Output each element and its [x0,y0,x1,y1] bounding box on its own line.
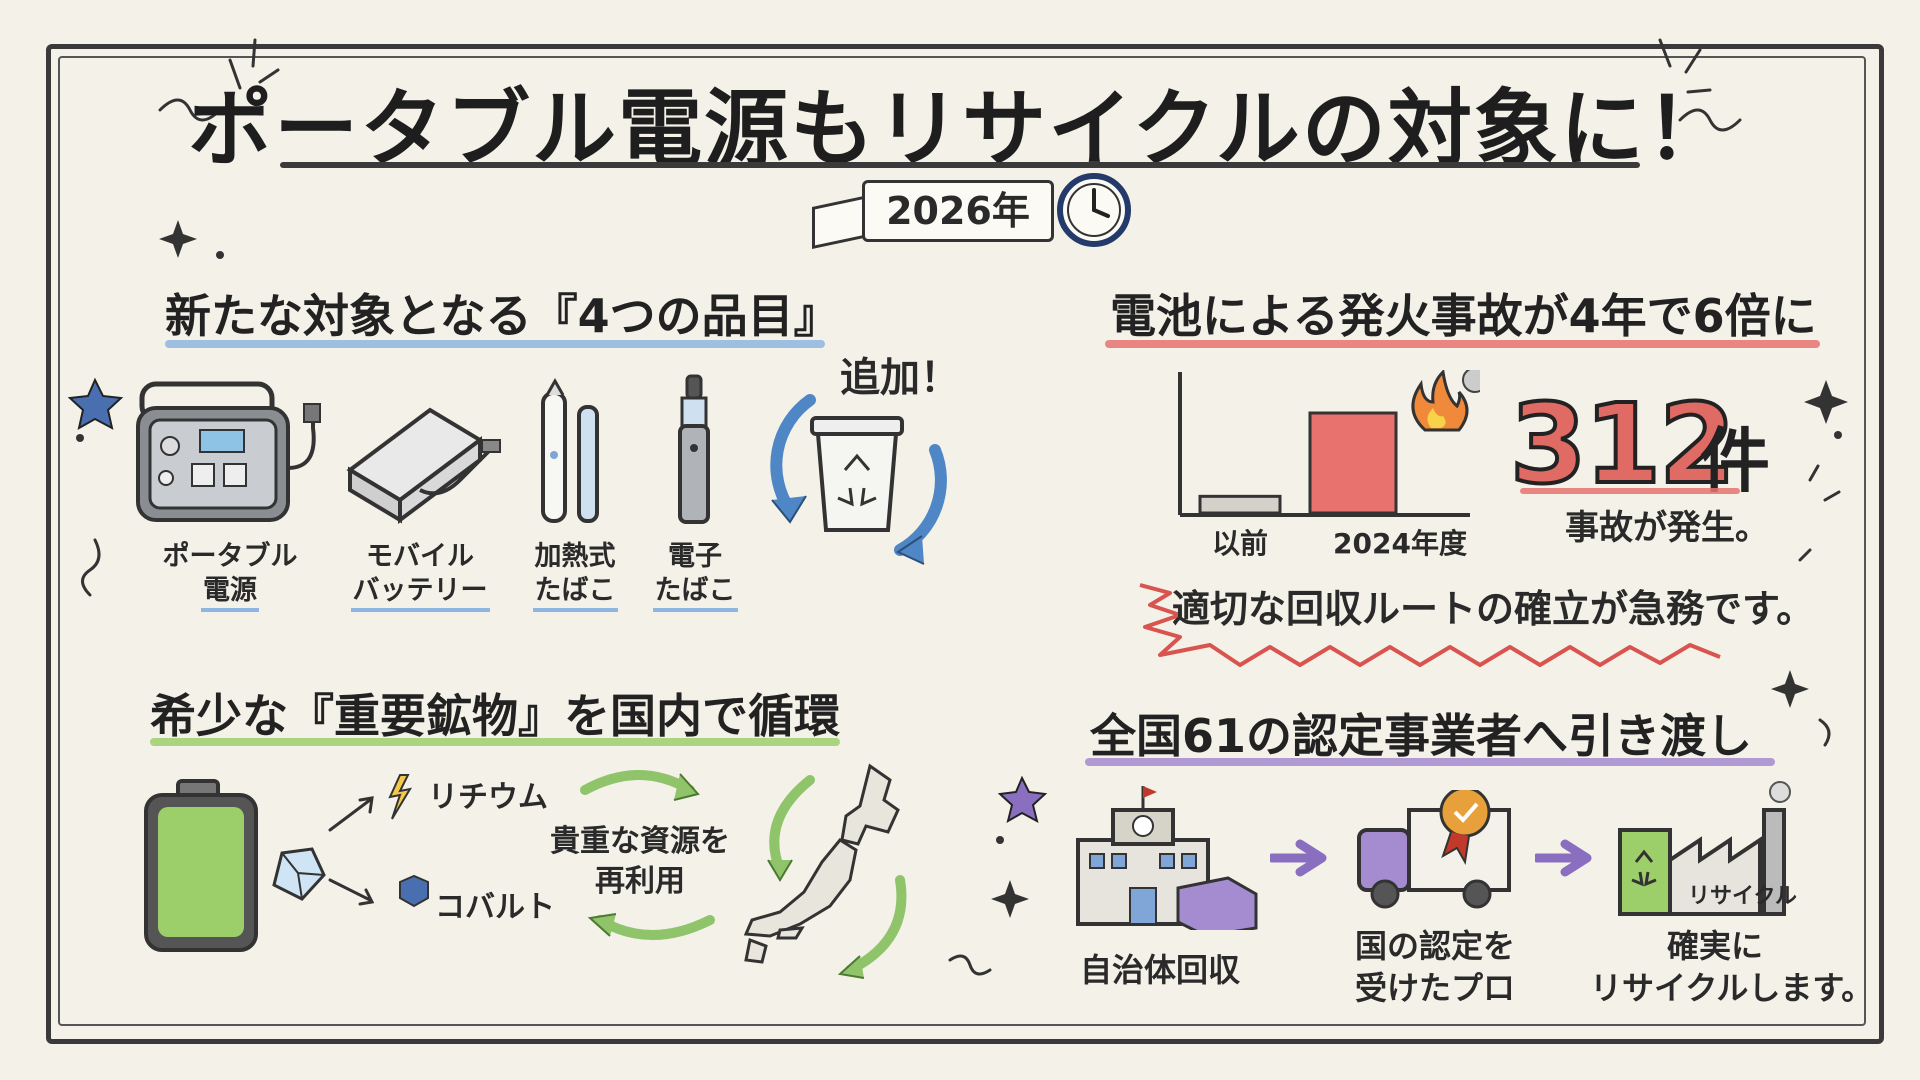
recycle-bin-icon [770,394,947,565]
mineral-arrows [328,774,429,908]
cycle-arrows-icon [580,770,715,940]
chart-category-label: 以前 [1211,527,1268,560]
fire-bar-chart [1178,370,1480,517]
crystal-icon [272,847,326,901]
factory-sign: リサイクル [1688,884,1797,909]
inner-frame [58,56,1866,1026]
flow-heading: 全国61の認定事業者へ引き渡し [1090,709,1753,763]
heated-tobacco-icon [541,377,599,523]
chart-bar [1308,411,1398,515]
mineral-lithium: リチウム [428,780,548,815]
battery-icon [144,779,258,952]
outer-frame [46,44,1884,1044]
box-icon [1176,876,1258,930]
item-label-line1: 加熱式 [534,541,616,572]
item-label-heated-tobacco: 加熱式 たばこ [520,540,630,612]
flow-arrow-1 [1270,839,1327,877]
japan-map-icon [743,763,907,979]
flow-arrow-2 [1535,839,1592,877]
fire-flame-icon [1411,370,1480,432]
clock-icon [1057,173,1131,247]
flow-step-2: 国の認定を 受けたプロ [1335,925,1535,1009]
flow-step-3: 確実に リサイクルします。 [1590,925,1874,1009]
chart-bar [1198,494,1282,515]
recycling-factory-icon [1618,781,1791,916]
minerals-heading-underline [150,738,840,746]
year-ribbon: 2026年 [862,180,1054,242]
certified-badge-icon [1439,790,1491,838]
flow-step-1: 自治体回収 [1060,945,1260,991]
item-label-line1: ポータブル [162,541,298,572]
flow-step-line2: リサイクルします。 [1590,969,1874,1007]
item-label-line1: モバイル [366,541,474,572]
gem-icon [399,874,429,908]
fire-heading-underline [1105,340,1820,348]
reuse-text: 貴重な資源を 再利用 [540,822,740,902]
flow-step-line1: 確実に [1666,927,1763,965]
item-label-portable-power: ポータブル 電源 [140,540,320,612]
item-label-line1: 電子 [668,541,722,572]
reuse-line1: 貴重な資源を [550,824,730,859]
item-label-line2: たばこ [532,574,618,612]
item-label-line2: 電源 [201,574,259,612]
mineral-cobalt: コバルト [435,890,555,925]
item-label-mobile-battery: モバイル バッテリー [340,540,500,612]
fire-heading: 電池による発火事故が4年で6倍に [1110,289,1817,343]
items-heading: 新たな対象となる『4つの品目』 [165,289,840,343]
reuse-line2: 再利用 [595,864,685,899]
flow-step-line1: 自治体回収 [1079,951,1240,989]
portable-power-station-icon [136,381,321,522]
items-heading-underline [165,340,825,348]
callout-burst [1139,583,1721,667]
page-title: ポータブル電源もリサイクルの対象に！ [188,80,1732,178]
callout-text: 適切な回収ルートの確立が急務です。 [1172,587,1815,631]
title-underline [280,162,1640,168]
item-label-line2: たばこ [652,574,738,612]
chart-category-label: 2024年度 [1333,527,1467,560]
minerals-heading: 希少な『重要鉱物』を国内で循環 [150,689,840,743]
accident-caption: 事故が発生。 [1565,508,1769,548]
item-label-line2: バッテリー [350,574,490,612]
flow-step-line2: 受けたプロ [1354,969,1515,1007]
truck-icon [1357,790,1511,909]
flow-step-line1: 国の認定を [1354,927,1515,965]
count-underline [1520,488,1740,494]
e-cigarette-icon [678,374,710,524]
mobile-battery-icon [346,407,501,524]
lightning-icon [388,774,413,820]
flow-heading-underline [1085,758,1775,766]
added-label: 追加！ [840,355,960,401]
item-label-e-cigarette: 電子 たばこ [640,540,750,612]
municipal-building-icon [1076,786,1258,930]
